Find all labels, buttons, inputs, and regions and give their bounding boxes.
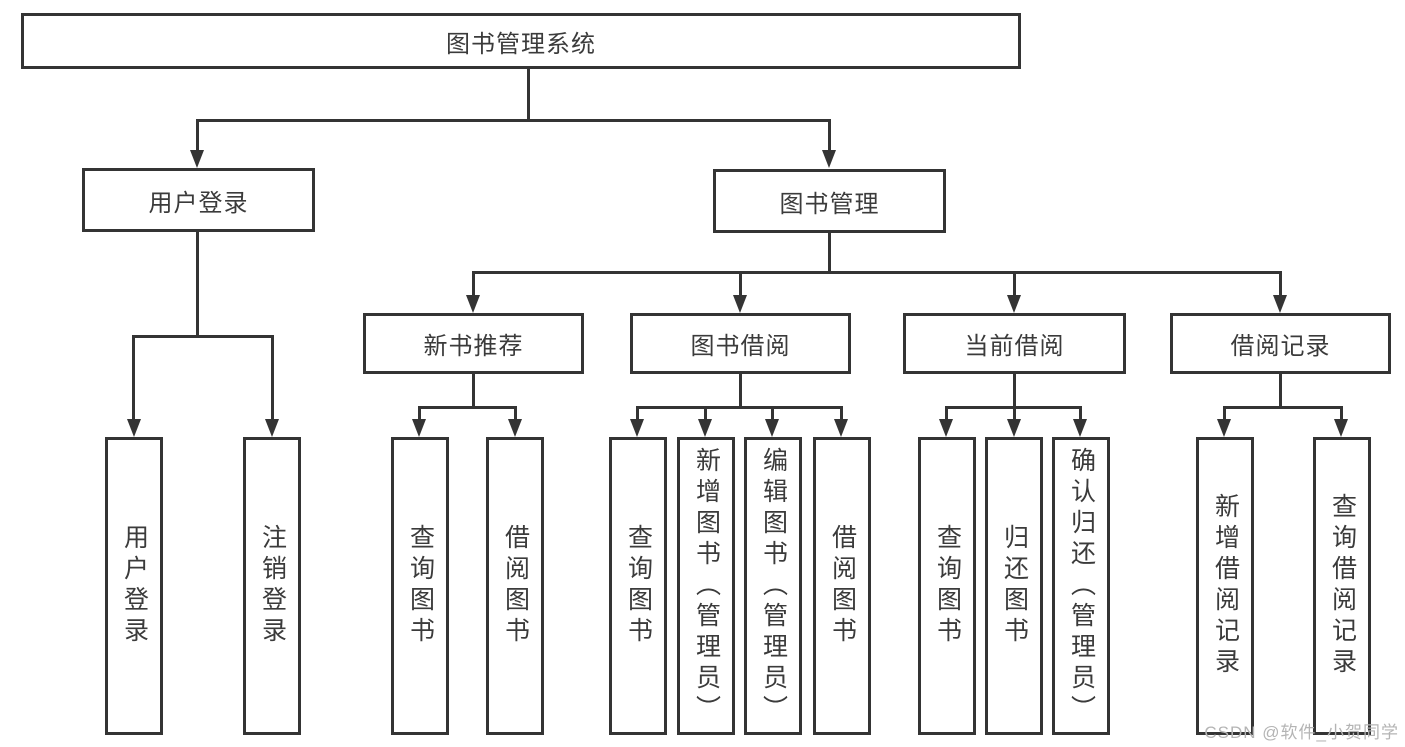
arrow-down-newbook-query [412, 419, 426, 437]
leaf-borrow-edit-books-admin: 编辑图书（管理员） [744, 437, 802, 735]
node-borrow-records: 借阅记录 [1170, 313, 1391, 374]
connector-root-stem [527, 69, 530, 121]
arrow-down-book-management [822, 150, 836, 168]
leaf-borrow-query-books-label: 查询图书 [624, 524, 653, 648]
node-borrow-records-label: 借阅记录 [1230, 333, 1331, 360]
connector-newbook-rail [418, 406, 517, 409]
node-book-borrow-label: 图书借阅 [690, 333, 791, 360]
connector-to-records-query [1340, 406, 1343, 422]
leaf-records-add-record-label: 新增借阅记录 [1211, 493, 1240, 679]
connector-book-mgmt-rail [472, 271, 1282, 274]
connector-to-records-add [1223, 406, 1226, 422]
connector-to-borrow-query [636, 406, 639, 422]
connector-to-leaf-logout [271, 335, 274, 423]
node-new-book-recommend-label: 新书推荐 [423, 333, 524, 360]
leaf-borrow-edit-books-admin-label: 编辑图书（管理员） [759, 446, 788, 726]
arrow-down-new-book [466, 295, 480, 313]
connector-to-borrow-add [704, 406, 707, 422]
arrow-down-borrow-add [698, 419, 712, 437]
connector-to-book-borrow [739, 271, 742, 299]
node-new-book-recommend: 新书推荐 [363, 313, 584, 374]
leaf-logout: 注销登录 [243, 437, 301, 735]
connector-to-leaf-user-login [132, 335, 135, 423]
arrow-down-current-borrow [1007, 295, 1021, 313]
node-book-management: 图书管理 [713, 169, 946, 233]
leaf-user-login: 用户登录 [105, 437, 163, 735]
connector-to-borrow-edit [771, 406, 774, 422]
node-user-login-label: 用户登录 [148, 189, 249, 217]
node-root-label: 图书管理系统 [446, 30, 596, 58]
connector-book-mgmt-stem [828, 233, 831, 273]
arrow-down-borrow-records [1273, 295, 1287, 313]
arrow-down-current-query [939, 419, 953, 437]
arrow-down-leaf-user-login [127, 419, 141, 437]
node-book-management-label: 图书管理 [779, 190, 880, 218]
csdn-watermark: CSDN @软件_小贺同学 [1204, 723, 1399, 742]
leaf-newbook-borrow-books-label: 借阅图书 [501, 524, 530, 648]
arrow-down-borrow-borrow [834, 419, 848, 437]
leaf-borrow-add-books-admin-label: 新增图书（管理员） [692, 446, 721, 726]
leaf-newbook-query-books-label: 查询图书 [406, 524, 435, 648]
leaf-current-query-books-label: 查询图书 [933, 524, 962, 648]
arrow-down-book-borrow [733, 295, 747, 313]
connector-to-borrow-records [1279, 271, 1282, 299]
leaf-records-query-record-label: 查询借阅记录 [1328, 493, 1357, 679]
leaf-newbook-query-books: 查询图书 [391, 437, 449, 735]
arrow-down-user-login [190, 150, 204, 168]
arrow-down-records-add [1217, 419, 1231, 437]
leaf-borrow-query-books: 查询图书 [609, 437, 667, 735]
leaf-user-login-label: 用户登录 [120, 524, 149, 648]
connector-borrow-rail [636, 406, 843, 409]
connector-to-new-book [472, 271, 475, 299]
leaf-borrow-borrow-books: 借阅图书 [813, 437, 871, 735]
connector-to-current-query [945, 406, 948, 422]
connector-to-user-login [196, 119, 199, 153]
arrow-down-records-query [1334, 419, 1348, 437]
leaf-current-return-books: 归还图书 [985, 437, 1043, 735]
connector-root-rail [196, 119, 830, 122]
node-current-borrow: 当前借阅 [903, 313, 1126, 374]
connector-to-book-management [828, 119, 831, 153]
leaf-current-confirm-return-admin-label: 确认归还（管理员） [1067, 446, 1096, 726]
connector-borrow-stem [739, 374, 742, 408]
connector-to-borrow-borrow [840, 406, 843, 422]
leaf-newbook-borrow-books: 借阅图书 [486, 437, 544, 735]
node-user-login: 用户登录 [82, 168, 315, 232]
arrow-down-leaf-logout [265, 419, 279, 437]
arrow-down-borrow-query [630, 419, 644, 437]
connector-to-newbook-query [418, 406, 421, 422]
connector-to-current-borrow [1013, 271, 1016, 299]
connector-to-current-return [1013, 406, 1016, 422]
connector-records-rail [1223, 406, 1343, 409]
node-root: 图书管理系统 [21, 13, 1021, 69]
leaf-records-add-record: 新增借阅记录 [1196, 437, 1254, 735]
connector-to-newbook-borrow [514, 406, 517, 422]
leaf-current-confirm-return-admin: 确认归还（管理员） [1052, 437, 1110, 735]
connector-current-stem [1013, 374, 1016, 408]
node-book-borrow: 图书借阅 [630, 313, 851, 374]
connector-records-stem [1279, 374, 1282, 408]
connector-user-login-rail [132, 335, 274, 338]
leaf-borrow-add-books-admin: 新增图书（管理员） [677, 437, 735, 735]
leaf-current-return-books-label: 归还图书 [1000, 524, 1029, 648]
leaf-records-query-record: 查询借阅记录 [1313, 437, 1371, 735]
connector-newbook-stem [472, 374, 475, 408]
arrow-down-newbook-borrow [508, 419, 522, 437]
arrow-down-current-return [1007, 419, 1021, 437]
leaf-logout-label: 注销登录 [258, 524, 287, 648]
leaf-borrow-borrow-books-label: 借阅图书 [828, 524, 857, 648]
node-current-borrow-label: 当前借阅 [964, 333, 1065, 360]
leaf-current-query-books: 查询图书 [918, 437, 976, 735]
arrow-down-borrow-edit [765, 419, 779, 437]
connector-to-current-confirm [1079, 406, 1082, 422]
connector-user-login-stem [196, 232, 199, 338]
arrow-down-current-confirm [1073, 419, 1087, 437]
